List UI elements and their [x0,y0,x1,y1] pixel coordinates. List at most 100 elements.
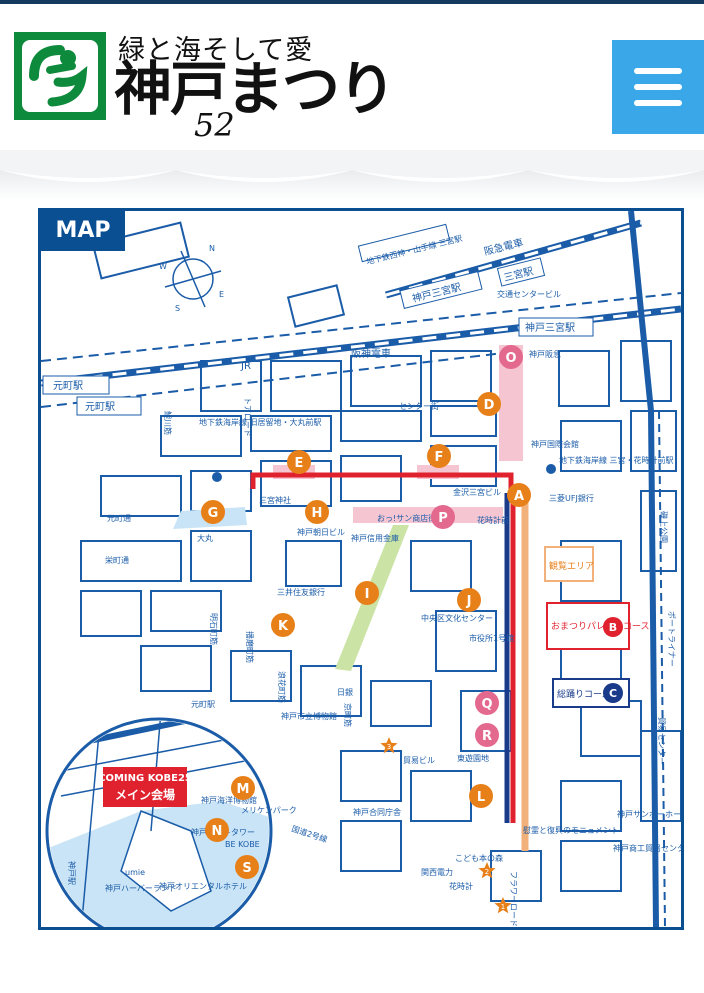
kobe-sannomiya-label-2: 神戸三宮駅 [525,321,575,334]
event-subtitle: メイン会場 [115,787,175,802]
place-label: 神戸ハーバーランド [105,883,177,893]
svg-text:W: W [159,262,167,271]
legend-kanran: 観覧エリア [549,560,594,572]
site-title[interactable]: 神戸まつり [114,55,396,123]
place-label: 明石町筋 [209,613,219,645]
map-marker-q[interactable]: Q [475,691,499,715]
place-label: 栄町通 [105,555,129,565]
star-label: 1 [501,903,505,911]
place-label: 貿易センター [657,717,667,765]
svg-text:N: N [209,244,215,253]
marker-circle [499,345,523,369]
map-marker-r[interactable]: R [475,723,499,747]
place-label: 花時計前 [477,515,509,525]
star-marker-3[interactable]: 3 [380,737,398,754]
jr-label: JR [240,361,251,372]
place-label: 浪花町筋 [277,671,287,703]
marker-circle [231,776,255,800]
event-title: COMING KOBE25 [98,773,192,784]
place-label: umie [125,868,145,877]
logo-mark-icon[interactable] [14,32,106,120]
motomachi-label-1: 元町駅 [53,380,83,392]
map-marker-s[interactable]: S [235,855,259,879]
legend-soodori-letter: C [609,687,617,700]
motomachi-inset-label: 元町駅 [191,700,215,709]
marker-circle [507,483,531,507]
marker-label: R [482,729,492,744]
place-label: 神戸商工貿易センタービル [613,843,681,853]
marker-label: N [212,824,223,839]
place-label: 神戸合同庁舎 [353,807,401,817]
map-marker-h[interactable]: H [305,500,329,524]
place-label: 神戸阪急 [529,349,561,359]
marker-label: K [278,619,289,634]
hamburger-menu-button[interactable] [612,40,704,134]
map-marker-n[interactable]: N [205,818,229,842]
marker-circle [427,444,451,468]
marker-circle [205,818,229,842]
marker-label: M [237,782,250,797]
map-marker-g[interactable]: G [201,500,225,524]
map-marker-i[interactable]: I [355,581,379,605]
legend-soodori: 総踊りコース [557,688,611,700]
map-marker-m[interactable]: M [231,776,255,800]
star-label: 3 [387,743,391,751]
hamburger-icon [634,68,682,74]
map-label: MAP [41,211,125,251]
festival-map[interactable]: COMING KOBE25 メイン会場 N E S W 地下鉄西神・山手線 三宮… [38,208,684,930]
map-marker-p[interactable]: P [431,505,455,529]
star-label: 2 [485,868,489,876]
legend-parade: おまつりパレードコース [551,621,650,632]
map-marker-a[interactable]: A [507,483,531,507]
place-label: 神戸海洋博物館 [201,795,257,805]
marker-label: S [242,861,251,876]
star-marker-2[interactable]: 2 [478,862,496,879]
place-label: 京町筋 [343,703,353,727]
marker-circle [235,855,259,879]
marker-label: G [208,506,219,521]
legend-parade-letter: B [609,621,617,634]
place-label: 神戸駅 [67,861,77,885]
marker-label: I [365,587,370,602]
star-icon [478,862,496,879]
place-label: 神戸オリエンタルホテル [159,881,247,891]
marker-label: L [477,790,485,805]
marker-label: E [295,456,304,471]
place-label: 関西電力 [421,867,453,877]
place-label: 磯上公園 [659,511,669,543]
marker-circle [457,588,481,612]
map-marker-e[interactable]: E [287,450,311,474]
marker-label: J [466,594,472,609]
map-marker-f[interactable]: F [427,444,451,468]
site-header: 緑と海そして愛 神戸まつり 52 [0,4,704,154]
svg-text:E: E [219,290,224,299]
place-label: トアロード [243,397,252,437]
header-shadow-wave [0,150,704,200]
map-marker-k[interactable]: K [271,613,295,637]
marker-circle [477,392,501,416]
top-border [0,0,704,4]
place-label: BE KOBE [225,840,260,849]
map-marker-o[interactable]: O [499,345,523,369]
marker-circle [469,784,493,808]
marker-circle [271,613,295,637]
place-label: センター街 [399,401,439,411]
map-marker-l[interactable]: L [469,784,493,808]
marker-label: O [505,351,516,366]
place-label: 神戸サンボーホール [617,809,681,819]
star-icon [494,897,512,914]
place-label: 神戸信用金庫 [351,533,399,543]
place-label: 元町通 [107,513,131,523]
hanshin-label: 阪神電車 [351,347,391,360]
place-label: 花時計 [449,881,473,891]
map-marker-d[interactable]: D [477,392,501,416]
place-label: 神戸市立博物館 [281,711,337,721]
marker-circle [475,691,499,715]
marker-label: H [312,506,323,521]
place-label: 市役所1号館 [469,633,514,643]
star-marker-1[interactable]: 1 [494,897,512,914]
map-marker-j[interactable]: J [457,588,481,612]
marker-circle [431,505,455,529]
place-label: 三井住友銀行 [277,587,325,597]
hanadokei-station-label: 地下鉄海岸線 三宮・花時計前駅 [559,455,674,465]
